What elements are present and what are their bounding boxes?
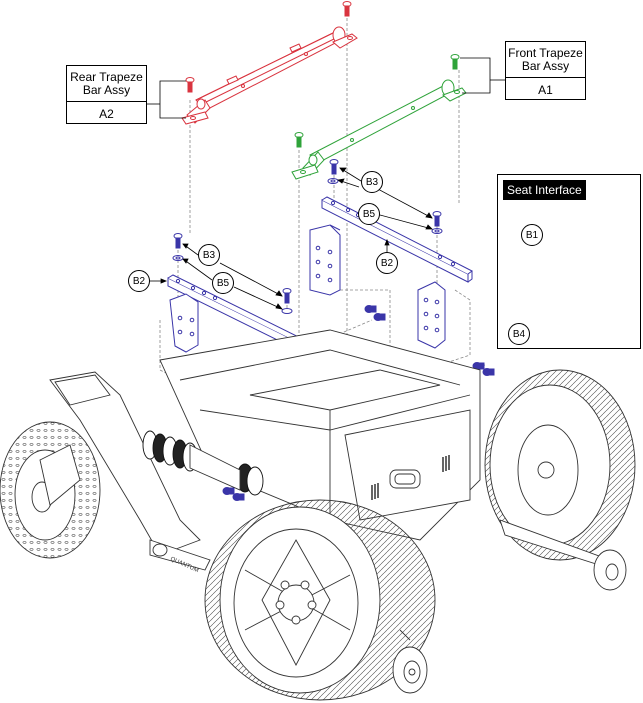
rear-trapeze-bolt — [185, 77, 195, 93]
power-base — [0, 329, 636, 701]
upper-rail-hardware[interactable] — [309, 159, 473, 349]
front-trapeze-bolt — [294, 132, 304, 148]
balloon-b5[interactable]: B5 — [212, 272, 234, 294]
front-trapeze-title-line1: Front Trapeze — [508, 45, 583, 60]
balloon-b2[interactable]: B2 — [128, 270, 150, 292]
balloon-b5[interactable]: B5 — [358, 203, 380, 225]
balloon-b1[interactable]: B1 — [521, 224, 543, 246]
balloon-b3[interactable]: B3 — [361, 171, 383, 193]
front-trapeze-bar[interactable] — [291, 54, 467, 180]
rear-trapeze-callout[interactable]: Rear Trapeze Bar Assy A2 — [66, 65, 147, 124]
balloon-leaders — [150, 167, 433, 310]
balloon-b4[interactable]: B4 — [508, 323, 530, 345]
front-trapeze-callout[interactable]: Front Trapeze Bar Assy A1 — [505, 41, 586, 100]
front-trapeze-bolt — [450, 54, 460, 70]
callout-leaders — [147, 57, 505, 119]
rear-trapeze-title-line2: Bar Assy — [82, 82, 131, 97]
rear-trapeze-ref: A2 — [99, 106, 114, 121]
seat-interface-title: Seat Interface — [503, 180, 586, 200]
balloon-b2[interactable]: B2 — [376, 252, 398, 274]
balloon-b3[interactable]: B3 — [198, 244, 220, 266]
rear-trapeze-bolt — [342, 1, 352, 17]
rear-trapeze-bar[interactable] — [181, 1, 358, 125]
front-trapeze-ref: A1 — [538, 82, 553, 97]
rear-trapeze-title-line1: Rear Trapeze — [70, 69, 143, 84]
front-trapeze-title-line2: Bar Assy — [521, 58, 570, 73]
seat-interface-inset: Seat Interface — [497, 174, 641, 349]
